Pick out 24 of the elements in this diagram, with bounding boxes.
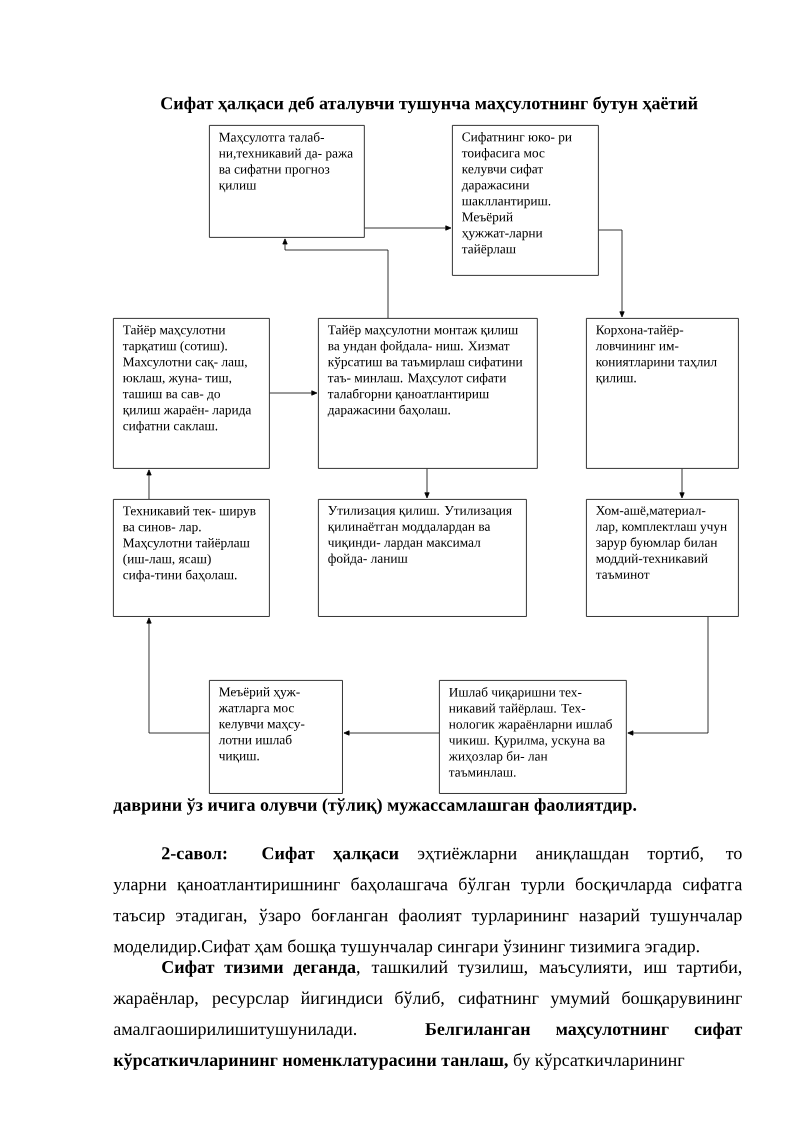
arrow — [424, 468, 430, 499]
arrow — [598, 229, 625, 318]
heading-text: даврини ўз ичига олувчи (тўлиқ) мужассамлашган фаолиятдир. — [113, 798, 637, 815]
body-text: 2-савол: Сифат ҳалқаси эҳтиёжларни аниқлашдан тортиб, то уларни қаноатлантиришнинг баҳолашгача бўлган турли босқичларда сифатга таъсир этадиган, ўзаро боғланган фаолият турларининг назарий тушунчалар моделидир.Сифат ҳам бошқа тушунчалар сингари ўзининг тизимига эгадир. — [113, 846, 743, 957]
process-box: Утилизация қилиш. Утилизация қилинаётган моддалардан ва чиқинди- лардан максимал фойда- ланиш — [318, 499, 527, 617]
process-box: Ишлаб чиқаришни тех- никавий тайёрлаш. Тех- нологик жараёнларни ишлаб чикиш. Қурилма, ускуна ва жиҳозлар би- лан таъминлаш. — [439, 680, 627, 794]
body-text: Сифат тизими деганда, ташкилий тузилиш, маъсулияти, иш тартиби, жараёнлар, ресурслар йигиндиси бўлиб, сифатнинг умумий бошқарувининг амалгаоширилишитушунилади. Белгиланган маҳсулотнинг сифат кўрсаткичларининг номенклатурасини танлаш, бу кўрсаткичларининг — [113, 960, 743, 1070]
process-box: Меъёрий ҳуж- жатларга мос келувчи маҳсу- лотни ишлаб чиқиш. — [209, 680, 343, 794]
process-box: Сифатнинг юко- ри тоифасига мос келувчи сифат даражасини шакллантириш. Меъёрий ҳужжат-ларни тайёрлаш — [452, 125, 599, 276]
arrow — [627, 616, 709, 736]
arrow — [282, 238, 389, 319]
arrow — [146, 617, 210, 734]
arrow — [146, 469, 152, 500]
process-box: Тайёр маҳсулотни монтаж қилиш ва ундан фойдала- ниш. Хизмат кўрсатиш ва таъмирлаш сифатини таъ- минлаш. Маҳсулот сифати талабгорни қаноатлантириш даражасини баҳолаш. — [318, 318, 538, 469]
process-box: Тайёр маҳсулотни тарқатиш (сотиш). Махсулотни сақ- лаш, юклаш, жуна- тиш, ташиш ва сав- до қилиш жараён- ларида сифатни саклаш. — [113, 318, 270, 469]
process-box: Хом-ашё,материал- лар, комплектлаш учун зарур буюмлар билан моддий-техникавий таъминот — [586, 499, 739, 617]
process-box: Корхона-тайёр- ловчининг им- кониятларини таҳлил қилиш. — [586, 318, 739, 469]
arrow — [364, 225, 452, 231]
arrow — [343, 730, 440, 736]
process-box: Маҳсулотга талаб- ни,техникавий да- ража ва сифатни прогноз қилиш — [209, 125, 365, 238]
arrow — [269, 390, 318, 396]
arrow — [679, 468, 685, 499]
heading-text: Сифат ҳалқаси деб аталувчи тушунча маҳсулотнинг бутун ҳаётий — [161, 96, 698, 114]
process-box: Техникавий тек- ширув ва синов- лар. Маҳсулотни тайёрлаш (иш-лаш, ясаш) сифа-тини баҳолаш. — [113, 499, 270, 617]
